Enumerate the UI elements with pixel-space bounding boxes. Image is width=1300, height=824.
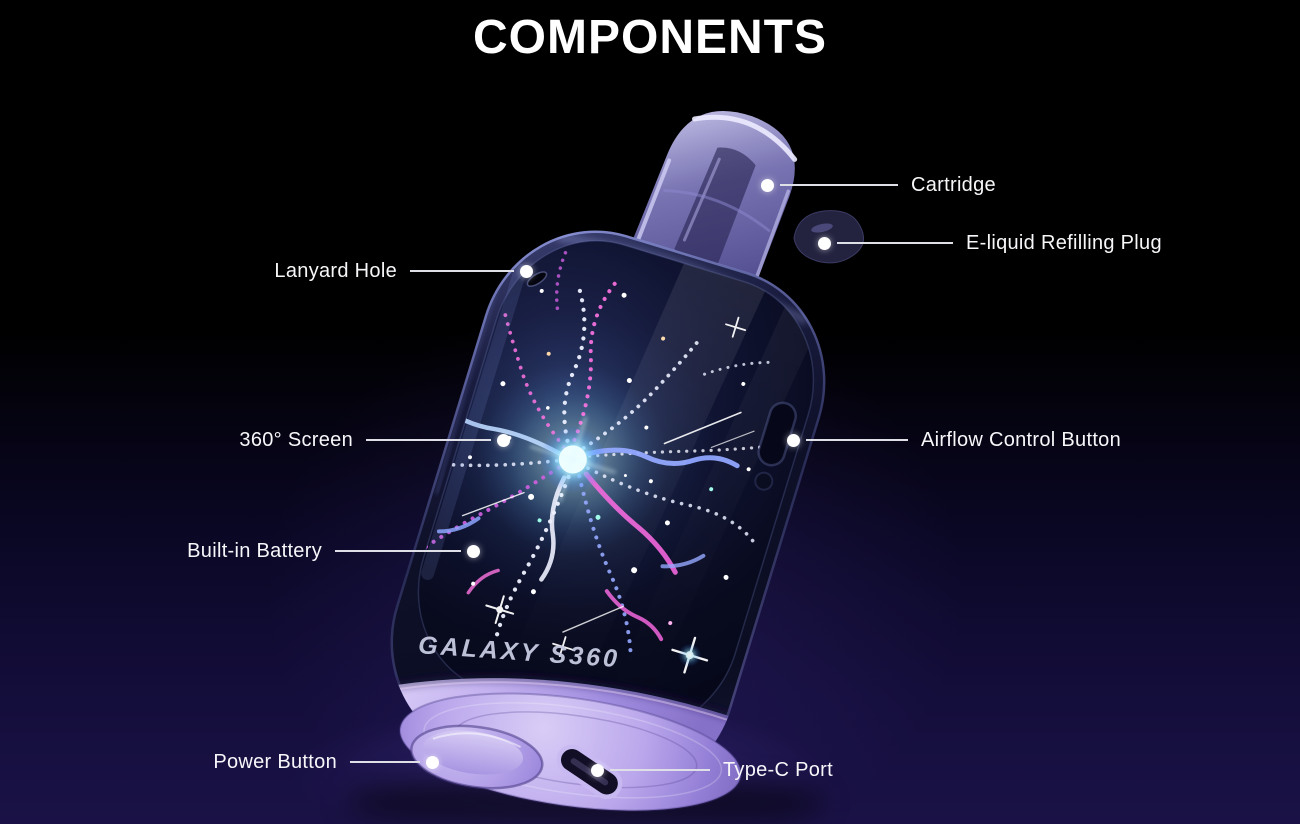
callout-built-in-battery: Built-in Battery [187,537,480,565]
callout-type-c-port: Type-C Port [591,756,833,784]
lanyard-hole [526,271,548,287]
callout-label: E-liquid Refilling Plug [966,231,1162,254]
callout-line [780,184,898,186]
callout-dot [818,236,831,250]
callout-cartridge: Cartridge [761,171,996,199]
e-liquid-plug [793,210,865,264]
callout-dot [591,763,604,777]
device-body: GALAXY S360 [361,230,826,822]
callout-line [335,550,461,552]
callout-label: Power Button [213,750,337,773]
callout-e-liquid-refilling-plug: E-liquid Refilling Plug [818,229,1162,257]
callout-lanyard-hole: Lanyard Hole [274,257,533,285]
callout-dot [761,178,774,192]
callout-label: Built-in Battery [187,539,322,562]
callout-dot [787,433,800,447]
power-button [410,724,544,790]
callout-dot [426,755,439,769]
callout-dot [467,544,480,558]
page-title: COMPONENTS [472,11,827,64]
callout-label: Cartridge [911,173,996,196]
callout-line [366,439,491,441]
callout-label: Lanyard Hole [274,259,397,282]
device-screen [391,240,823,733]
callout-line [410,270,514,272]
callout-dot [520,264,533,278]
callout-line [806,439,908,441]
device-bottom [398,692,742,812]
callout-airflow-control-button: Airflow Control Button [787,426,1121,454]
callout-dot [497,433,510,447]
type-c-port [556,744,623,800]
callout-360-screen: 360° Screen [239,426,510,454]
callout-power-button: Power Button [213,748,439,776]
callout-label: 360° Screen [239,428,353,451]
callout-line [350,761,420,763]
callout-line [610,769,710,771]
callout-label: Airflow Control Button [921,428,1122,451]
callout-label: Type-C Port [723,758,833,781]
callout-line [837,242,953,244]
